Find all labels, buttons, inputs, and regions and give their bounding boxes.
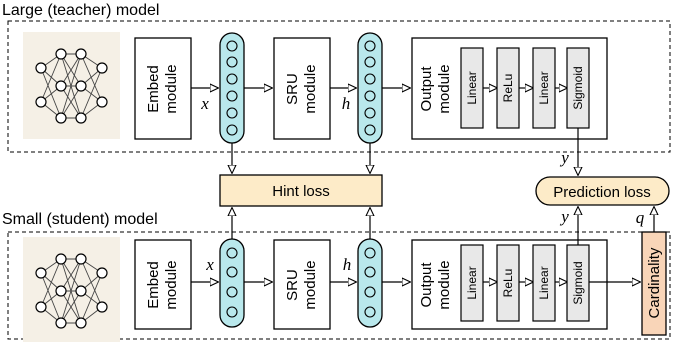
student-embed-module: Embed module <box>134 239 192 330</box>
teacher-layer-relu-label: ReLu <box>501 74 515 103</box>
teacher-layer-sigmoid-label: Sigmoid <box>571 66 585 109</box>
student-layer-linear-1 <box>460 244 484 322</box>
teacher-layer-linear-2-label: Linear <box>537 71 551 104</box>
cardinality-box: Cardinality <box>641 231 667 336</box>
teacher-x-vector <box>219 32 245 144</box>
student-frame <box>7 231 671 340</box>
q-label: q <box>636 208 645 227</box>
student-layer-linear-2 <box>532 244 556 322</box>
teacher-layer-linear-1-label: Linear <box>465 71 479 104</box>
student-embed-label-1: Embed <box>145 261 162 309</box>
student-title: Small (student) model <box>2 211 158 228</box>
teacher-title: Large (teacher) model <box>2 2 159 19</box>
hint-loss-box: Hint loss <box>219 174 383 207</box>
teacher-h-label: h <box>342 94 351 113</box>
student-output-label-2: module <box>436 260 453 309</box>
teacher-embed-label-1: Embed <box>145 65 162 113</box>
student-embed-label-2: module <box>163 260 180 309</box>
teacher-x-label: x <box>200 94 209 113</box>
hint-loss-label: Hint loss <box>272 183 330 200</box>
teacher-sru-label-2: module <box>302 64 319 113</box>
student-layer-relu <box>496 244 520 322</box>
teacher-output-label-1: Output <box>418 66 435 112</box>
teacher-frame <box>7 20 671 153</box>
student-output-label-1: Output <box>418 262 435 308</box>
student-x-label: x <box>205 255 214 274</box>
teacher-output-label-2: module <box>436 64 453 113</box>
teacher-sru-label-1: SRU <box>284 73 301 105</box>
cardinality-label: Cardinality <box>646 247 663 318</box>
student-sru-label-2: module <box>302 260 319 309</box>
student-network-image <box>22 236 121 342</box>
teacher-h-vector <box>357 32 383 144</box>
teacher-output-module: Output module Linear ReLu Linear Sigmoid <box>411 37 608 140</box>
student-sru-label-1: SRU <box>284 269 301 301</box>
teacher-sru-module: SRU module <box>273 37 331 140</box>
teacher-network-image <box>22 31 121 140</box>
prediction-loss-box: Prediction loss <box>535 176 670 206</box>
student-layer-relu-label: ReLu <box>501 269 515 298</box>
teacher-embed-module: Embed module <box>134 37 192 140</box>
teacher-y-label: y <box>559 148 569 167</box>
student-sru-module: SRU module <box>273 239 331 330</box>
student-y-label: y <box>559 207 569 226</box>
student-x-vector <box>219 238 245 328</box>
student-layer-linear-1-label: Linear <box>465 266 479 299</box>
student-layer-sigmoid-label: Sigmoid <box>571 261 585 304</box>
student-layer-linear-2-label: Linear <box>537 266 551 299</box>
teacher-embed-label-2: module <box>163 64 180 113</box>
student-h-label: h <box>343 255 352 274</box>
student-h-vector <box>357 238 383 328</box>
prediction-loss-label: Prediction loss <box>553 184 651 201</box>
student-output-module: Output module Linear ReLu Linear Sigmoid <box>411 239 608 330</box>
